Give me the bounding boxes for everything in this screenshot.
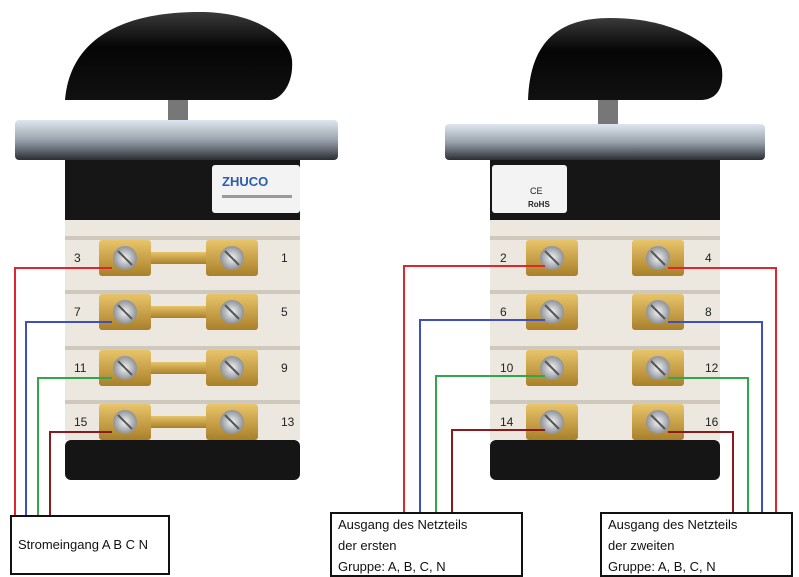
wire [668,377,749,513]
terminal-number: 5 [281,305,288,319]
front-plate [15,120,338,160]
output1-line3: Gruppe: A, B, C, N [338,559,446,574]
deck-divider [490,346,720,350]
terminal-number: 1 [281,251,288,265]
terminal-number: 11 [74,361,87,375]
deck-divider [490,290,720,294]
deck-divider [65,400,300,404]
brand-logo: ZHUCO [222,174,268,189]
wire [435,375,545,513]
deck-divider [65,236,300,240]
terminal-number: 16 [705,415,719,429]
output2-line1: Ausgang des Netzteils [608,517,738,532]
terminal-number: 4 [705,251,712,265]
front-plate [445,124,765,160]
right-switch: CE RoHS [445,18,765,480]
wire [14,267,112,516]
product-label [492,165,567,213]
output2-line3: Gruppe: A, B, C, N [608,559,716,574]
product-label [212,165,300,213]
terminal-number: 13 [281,415,295,429]
deck-divider [65,346,300,350]
knob [528,18,723,100]
output2-label-box: Ausgang des Netzteils der zweiten Gruppe… [600,512,793,577]
ce-mark: CE [530,186,543,196]
terminal-number: 10 [500,361,514,375]
wire [37,377,112,516]
terminal-number: 6 [500,305,507,319]
output1-line2: der ersten [338,538,397,553]
rohs-mark: RoHS [528,200,550,209]
knob [65,12,293,100]
deck-divider [65,290,300,294]
terminal-number: 15 [74,415,88,429]
terminal-number: 7 [74,305,81,319]
wire [668,267,777,513]
shaft [168,100,188,122]
terminal-number: 2 [500,251,507,265]
wire [451,429,545,513]
shaft [598,100,618,126]
output2-line2: der zweiten [608,538,675,553]
wire [668,321,763,513]
wire [403,265,545,513]
terminal-number: 8 [705,305,712,319]
left-switch: ZHUCO [15,12,338,480]
wire [49,431,112,516]
wire [668,431,734,513]
deck-divider [490,400,720,404]
terminal-number: 9 [281,361,288,375]
input-label-box: Stromeingang A B C N [10,515,170,575]
terminal-number: 14 [500,415,514,429]
deck-divider [490,236,720,240]
wire [419,319,545,513]
output1-line1: Ausgang des Netzteils [338,517,468,532]
terminal-number: 3 [74,251,81,265]
terminal-number: 12 [705,361,719,375]
output1-label-box: Ausgang des Netzteils der ersten Gruppe:… [330,512,523,577]
input-label: Stromeingang A B C N [18,537,149,552]
wire [25,321,112,516]
